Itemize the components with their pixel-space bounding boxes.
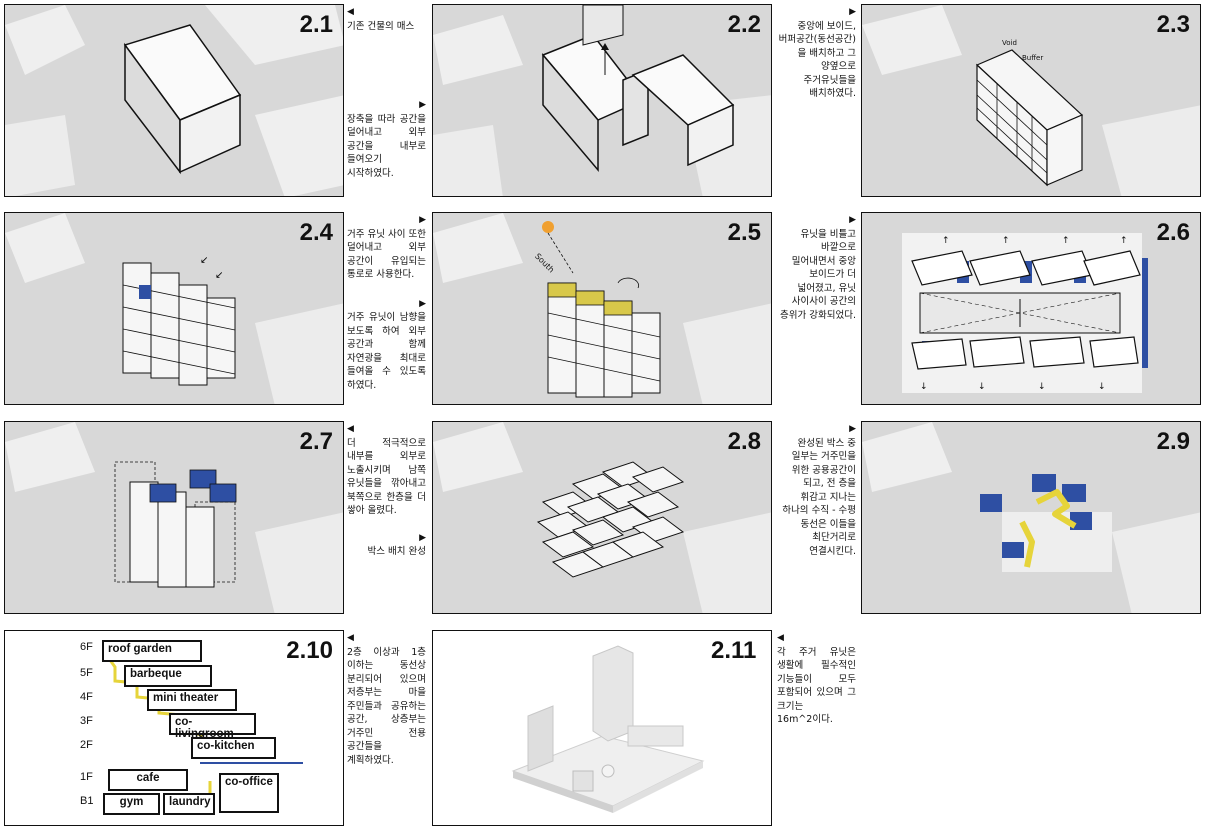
panel-number: 2.3	[1156, 11, 1190, 38]
svg-text:↑: ↑	[1120, 236, 1128, 246]
arrow-left-icon: ◀	[347, 424, 354, 434]
room-gym: gym	[103, 793, 160, 815]
svg-text:↑: ↑	[1002, 236, 1010, 246]
panel-2-6: ↑ ↑ ↑ ↑ ↓ ↓ ↓ ↓ 2.6	[861, 212, 1201, 405]
unit-grid-graphic: Void Buffer	[862, 5, 1200, 196]
caption-text: 기존 건물의 매스	[347, 20, 415, 32]
svg-text:Buffer: Buffer	[1022, 54, 1043, 62]
room-co-office: co-office	[219, 773, 279, 813]
panel-2-8: 2.8	[432, 421, 772, 614]
panel-2-1: 2.1	[4, 4, 344, 197]
panel-2-3: Void Buffer 2.3	[861, 4, 1201, 197]
caption-text: 거주 유닛이 남향을 보도록 하여 외부 공간과 함께 자연광을 최대로 들여올…	[347, 312, 426, 391]
arrow-left-icon: ◀	[347, 7, 354, 17]
caption-text: 더 적극적으로 내부를 외부로 노출시키며 남쪽 유닛들을 깎아내고 북쪽으로 …	[347, 437, 426, 517]
unit-interior-graphic	[511, 645, 705, 813]
arrow-right-icon: ▶	[419, 298, 426, 309]
panel-number: 2.6	[1156, 219, 1190, 246]
caption-2-6: ▶ 유닛을 비틀고 바깥으로 밀어내면서 중앙 보이드가 더 넓어졌고, 유닛 …	[777, 214, 856, 404]
caption-2-10: ◀ 2층 이상과 1층 이하는 동선상 분리되어 있으며 저층부는 마을 주민들…	[347, 632, 426, 822]
caption-text: 유닛을 비틀고 바깥으로 밀어내면서 중앙 보이드가 더 넓어졌고, 유닛 사이…	[780, 228, 856, 321]
panel-2-11: 2.11	[432, 630, 772, 826]
caption-2-7: ◀ 더 적극적으로 내부를 외부로 노출시키며 남쪽 유닛들을 깎아내고 북쪽으…	[347, 423, 426, 613]
panel-number: 2.5	[727, 219, 761, 246]
arrow-right-icon: ▶	[849, 215, 856, 225]
caption-text: 중앙에 보이드, 버퍼공간(동선공간)을 배치하고 그 양옆으로 주거유닛들을 …	[778, 20, 856, 100]
room-co-livingroom: co-livingroom	[169, 713, 256, 740]
caption-text: 장축을 따라 공간을 덜어내고 외부 공간을 내부로 들여오기 시작하였다.	[347, 113, 426, 179]
box-adjustment-graphic	[5, 422, 343, 613]
caption-2-3: ▶ 중앙에 보이드, 버퍼공간(동선공간)을 배치하고 그 양옆으로 주거유닛들…	[777, 6, 856, 196]
svg-text:↓: ↓	[978, 382, 986, 392]
arrow-right-icon: ▶	[419, 100, 426, 110]
floor-label: B1	[80, 795, 94, 807]
caption-2-1: ◀ 기존 건물의 매스 ▶ 장축을 따라 공간을 덜어내고 외부 공간을 내부로…	[347, 6, 426, 196]
floor-label: 6F	[80, 641, 93, 653]
south-orientation-graphic: South	[433, 213, 771, 404]
floor-label: 3F	[80, 715, 93, 727]
panel-2-7: 2.7	[4, 421, 344, 614]
panel-2-10: 6F 5F 4F 3F 2F 1F B1 roof garden barbequ…	[4, 630, 344, 826]
room-co-kitchen: co-kitchen	[191, 737, 276, 759]
floor-label: 1F	[80, 771, 93, 783]
panel-number: 2.7	[299, 428, 333, 455]
panel-2-9: 2.9	[861, 421, 1201, 614]
panel-2-2: 2.2	[432, 4, 772, 197]
panel-2-4: ↙ ↙ 2.4	[4, 212, 344, 405]
caption-2-11: ◀ 각 주거 유닛은 생활에 필수적인 기능들이 모두 포함되어 있으며 그 크…	[777, 632, 856, 822]
panel-number: 2.11	[711, 637, 757, 664]
panel-number: 2.9	[1156, 428, 1190, 455]
circulation-path-graphic	[862, 422, 1200, 613]
context-buildings-graphic	[5, 5, 343, 196]
caption-text: 박스 배치 완성	[367, 546, 426, 557]
split-mass-graphic	[433, 5, 771, 196]
arrow-right-icon: ▶	[419, 215, 426, 225]
caption-2-9: ▶ 완성된 박스 중 일부는 거주민을 위한 공용공간이 되고, 전 층을 휘감…	[777, 423, 856, 613]
caption-text: 2층 이상과 1층 이하는 동선상 분리되어 있으며 저층부는 마을 주민들과 …	[347, 646, 426, 766]
caption-2-4: ▶ 거주 유닛 사이 또한 덜어내고 외부 공간이 유입되는 통로로 사용한다.…	[347, 214, 426, 404]
arrow-left-icon: ◀	[777, 633, 784, 643]
svg-text:↓: ↓	[1098, 382, 1106, 392]
svg-text:↑: ↑	[1062, 236, 1070, 246]
caption-text: 각 주거 유닛은 생활에 필수적인 기능들이 모두 포함되어 있으며 그 크기는…	[777, 646, 856, 726]
panel-2-5: South 2.5	[432, 212, 772, 405]
floor-label: 4F	[80, 691, 93, 703]
room-cafe: cafe	[108, 769, 188, 791]
svg-text:↓: ↓	[1038, 382, 1046, 392]
plan-rotation-graphic: ↑ ↑ ↑ ↑ ↓ ↓ ↓ ↓	[902, 233, 1148, 393]
final-boxes-graphic	[433, 422, 771, 613]
svg-text:↑: ↑	[942, 236, 950, 246]
south-label: South	[533, 252, 556, 275]
arrow-right-icon: ▶	[849, 7, 856, 17]
arrow-right-icon: ▶	[849, 424, 856, 434]
room-barbeque: barbeque	[124, 665, 212, 687]
svg-text:↙: ↙	[200, 255, 208, 266]
svg-text:Void: Void	[1002, 39, 1017, 47]
panel-number: 2.1	[299, 11, 333, 38]
svg-text:↙: ↙	[215, 270, 223, 281]
arrow-left-icon: ◀	[347, 633, 354, 643]
arrow-right-icon: ▶	[419, 532, 426, 543]
floor-label: 2F	[80, 739, 93, 751]
room-mini-theater: mini theater	[147, 689, 237, 711]
caption-text: 거주 유닛 사이 또한 덜어내고 외부 공간이 유입되는 통로로 사용한다.	[347, 228, 426, 281]
room-roof-garden: roof garden	[102, 640, 202, 662]
panel-number: 2.2	[727, 11, 761, 38]
panel-number: 2.8	[727, 428, 761, 455]
svg-text:↓: ↓	[920, 382, 928, 392]
unit-passage-graphic: ↙ ↙	[5, 213, 343, 404]
panel-number: 2.10	[286, 637, 333, 664]
caption-text: 완성된 박스 중 일부는 거주민을 위한 공용공간이 되고, 전 층을 휘감고 …	[782, 437, 856, 557]
panel-number: 2.4	[299, 219, 333, 246]
floor-label: 5F	[80, 667, 93, 679]
room-laundry: laundry	[163, 793, 215, 815]
